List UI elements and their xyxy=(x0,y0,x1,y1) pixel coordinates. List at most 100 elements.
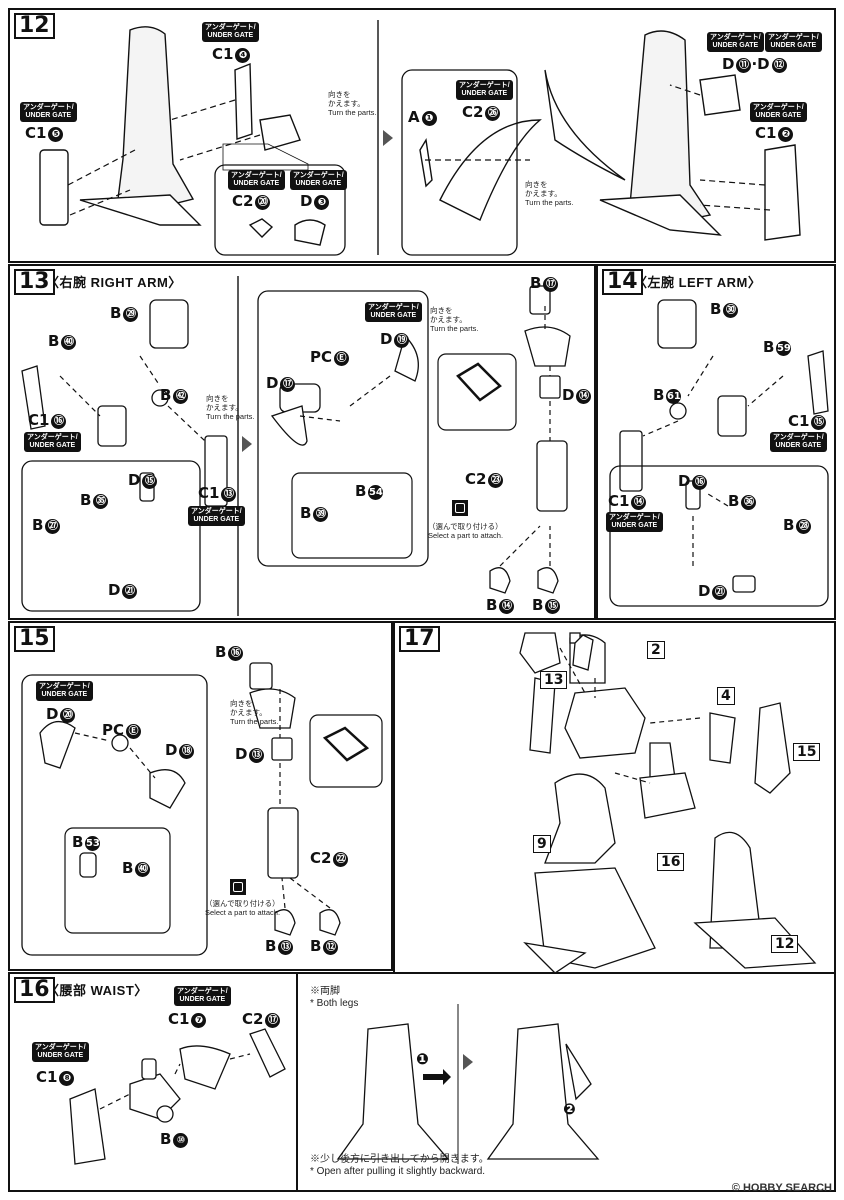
under-gate-badge: アンダーゲート/UNDER GATE xyxy=(365,302,422,322)
open-note: ※少し後方に引き出してから開きます。* Open after pulling i… xyxy=(310,1154,489,1177)
step-14-illustration xyxy=(609,299,829,607)
step-13-illustration xyxy=(21,276,571,616)
subassembly-2: 2 xyxy=(647,641,665,659)
under-gate-badge: アンダーゲート/UNDER GATE xyxy=(32,1042,89,1062)
under-gate-badge: アンダーゲート/UNDER GATE xyxy=(36,681,93,701)
step-title: 〈右腕 RIGHT ARM〉 xyxy=(46,275,182,290)
under-gate-badge: アンダーゲート/UNDER GATE xyxy=(765,32,822,52)
under-gate-badge: アンダーゲート/UNDER GATE xyxy=(188,506,245,526)
arrow-step-2: ❷ xyxy=(563,1100,576,1118)
under-gate-badge: アンダーゲート/UNDER GATE xyxy=(228,170,285,190)
step-12-panel: 12 xyxy=(8,8,836,263)
under-gate-badge: アンダーゲート/UNDER GATE xyxy=(20,102,77,122)
select-note: （選んで取り付ける）Select a part to attach. xyxy=(428,522,504,540)
under-gate-badge: アンダーゲート/UNDER GATE xyxy=(750,102,807,122)
under-gate-badge: アンダーゲート/UNDER GATE xyxy=(770,432,827,452)
subassembly-4: 4 xyxy=(717,687,735,705)
turn-note: 向きを かえます。Turn the parts. xyxy=(206,394,255,421)
step-17-illustration xyxy=(519,632,817,974)
step-number: 16 xyxy=(14,977,55,1003)
step-17-panel: 17 2 13 4 15 9 16 12 xyxy=(393,621,836,974)
watermark: © HOBBY SEARCH xyxy=(731,1182,832,1194)
step-number: 15 xyxy=(14,626,55,652)
step-number: 14 xyxy=(602,269,643,295)
select-part-icon xyxy=(452,500,468,516)
subassembly-16: 16 xyxy=(657,853,685,871)
under-gate-badge: アンダーゲート/UNDER GATE xyxy=(290,170,347,190)
both-legs-note: ※両脚* Both legs xyxy=(310,986,359,1009)
turn-note: 向きを かえます。Turn the parts. xyxy=(525,180,574,207)
both-legs-panel: ※両脚* Both legs ❶ ❷ ※少し後方に引き出してから開きます。* O… xyxy=(298,972,836,1192)
subassembly-9: 9 xyxy=(533,835,551,853)
step-number: 17 xyxy=(399,626,440,652)
turn-note: 向きを かえます。Turn the parts. xyxy=(430,306,479,333)
select-part-icon xyxy=(230,879,246,895)
step-16-illustration xyxy=(69,1028,286,1165)
under-gate-badge: アンダーゲート/UNDER GATE xyxy=(707,32,764,52)
step-number: 12 xyxy=(14,13,55,39)
both-legs-illustration xyxy=(336,1004,600,1164)
select-note: （選んで取り付ける）Select a part to attach. xyxy=(205,899,281,917)
turn-note: 向きを かえます。Turn the parts. xyxy=(328,90,377,117)
subassembly-13: 13 xyxy=(540,671,568,689)
step-number: 13 xyxy=(14,269,55,295)
step-13-panel: 13 〈右腕 RIGHT ARM〉 xyxy=(8,264,596,620)
turn-note: 向きを かえます。Turn the parts. xyxy=(230,699,279,726)
under-gate-badge: アンダーゲート/UNDER GATE xyxy=(456,80,513,100)
under-gate-badge: アンダーゲート/UNDER GATE xyxy=(202,22,259,42)
under-gate-badge: アンダーゲート/UNDER GATE xyxy=(24,432,81,452)
step-title: 〈左腕 LEFT ARM〉 xyxy=(634,275,762,290)
subassembly-12: 12 xyxy=(771,935,799,953)
step-15-illustration xyxy=(21,662,383,956)
under-gate-badge: アンダーゲート/UNDER GATE xyxy=(174,986,231,1006)
